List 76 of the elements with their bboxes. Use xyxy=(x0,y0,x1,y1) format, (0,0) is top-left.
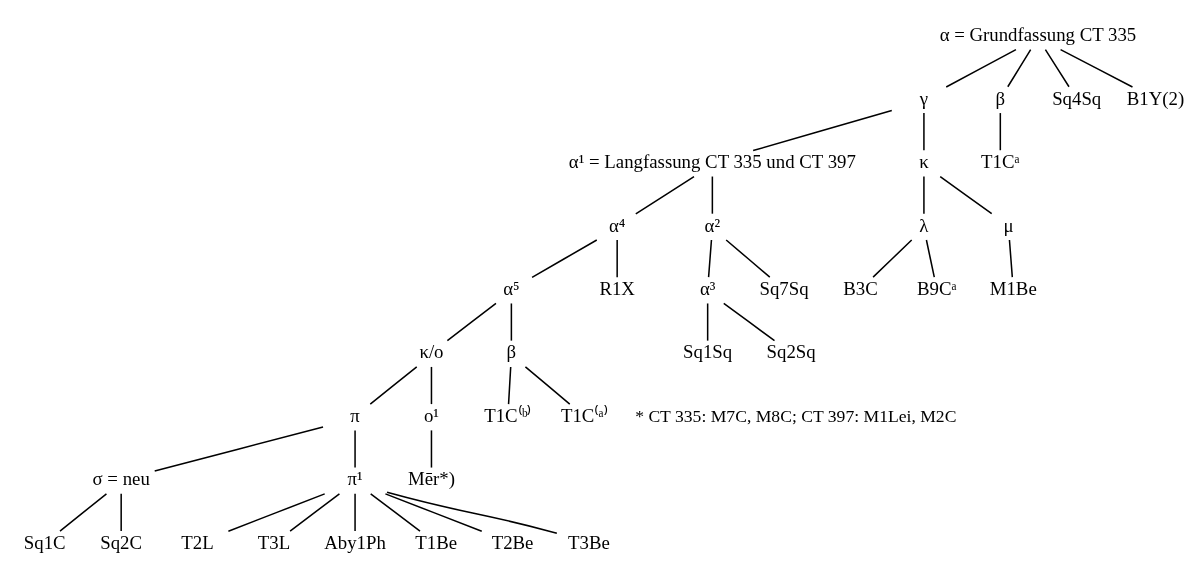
connector xyxy=(531,239,598,279)
node-text: κ/ο xyxy=(419,341,444,363)
connector xyxy=(635,175,695,215)
connector xyxy=(723,302,776,342)
node-text: α⁴ xyxy=(608,214,626,236)
node-text: T1Be xyxy=(415,531,458,553)
node-text: Sq1Sq xyxy=(683,341,733,363)
node-text: B9Cᵃ xyxy=(917,277,957,299)
connector xyxy=(369,366,418,405)
connector xyxy=(369,493,421,532)
connector xyxy=(945,48,1017,88)
connector xyxy=(430,429,433,469)
connector xyxy=(925,239,936,278)
connector xyxy=(120,493,122,532)
node-text: β xyxy=(506,341,517,363)
connector xyxy=(706,302,709,342)
label: * CT 335: M7C, M8C; CT 397: M1Lei, M2C xyxy=(635,405,957,426)
node-text: Mēr*) xyxy=(407,468,455,490)
connector xyxy=(711,175,714,215)
node-text: π¹ xyxy=(347,468,363,490)
node-text: Sq2C xyxy=(100,531,143,553)
connector xyxy=(707,239,713,278)
node-text: M1Be xyxy=(989,277,1037,299)
connector xyxy=(1007,48,1032,88)
node-text: Sq2Sq xyxy=(766,341,816,363)
connector xyxy=(59,493,108,532)
node-text: Sq4Sq xyxy=(1052,87,1102,109)
node-text: α⁵ xyxy=(503,277,520,299)
connector xyxy=(507,366,512,405)
node-text: B3C xyxy=(843,277,878,299)
node-text: R1X xyxy=(599,277,635,299)
connector xyxy=(725,239,771,278)
node-text: T3L xyxy=(257,531,291,553)
node-text: α³ xyxy=(699,277,716,299)
connector xyxy=(153,426,324,472)
connector xyxy=(923,112,925,151)
connector xyxy=(999,112,1002,151)
node-text: γ xyxy=(919,87,929,109)
connector xyxy=(386,491,558,535)
connector xyxy=(939,175,993,215)
connector xyxy=(616,239,618,278)
connector xyxy=(1059,48,1134,88)
node-text: μ xyxy=(1003,214,1014,236)
node-text: α² xyxy=(704,214,721,236)
connector xyxy=(872,239,913,278)
node-text: Aby1Ph xyxy=(324,531,386,553)
connector xyxy=(289,493,341,532)
node-text: B1Y(2) xyxy=(1126,87,1185,109)
node-text: Sq1C xyxy=(23,531,66,553)
node-text: ο¹ xyxy=(423,404,439,426)
node-text: Sq7Sq xyxy=(759,277,809,299)
connector xyxy=(430,366,433,405)
node-text: T3Be xyxy=(568,531,610,553)
node-text: λ xyxy=(919,214,929,236)
node-text: π xyxy=(350,404,360,426)
node-text: α¹ = Langfassung CT 335 und CT 397 xyxy=(568,151,856,173)
connector xyxy=(354,493,356,532)
node-text: T2Be xyxy=(491,531,534,553)
node-text: T2L xyxy=(181,531,214,553)
connector xyxy=(1044,48,1070,88)
node-text: σ = neu xyxy=(92,468,150,490)
node-text: T1Cᵃ xyxy=(981,151,1020,173)
connector xyxy=(446,302,497,342)
connector xyxy=(227,493,326,532)
node-text: T1C⁽ᵇ⁾ xyxy=(484,404,532,426)
connector xyxy=(510,302,513,342)
node-text: T1C⁽ᵃ⁾ xyxy=(560,404,608,426)
connector xyxy=(384,493,483,532)
connector xyxy=(1008,239,1014,278)
connector xyxy=(923,175,925,215)
connector xyxy=(752,109,893,152)
node-text: α = Grundfassung CT 335 xyxy=(939,24,1137,46)
node-text: β xyxy=(995,87,1006,109)
connector xyxy=(354,429,356,469)
connector xyxy=(524,366,571,405)
node-text: κ xyxy=(919,151,929,173)
